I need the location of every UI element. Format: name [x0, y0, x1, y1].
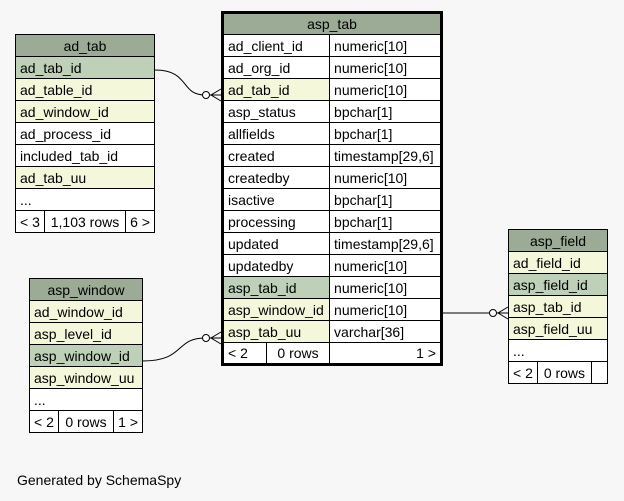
asp-tab-column-name[interactable]: updated — [221, 232, 331, 255]
asp-tab-column-name[interactable]: asp_status — [221, 100, 331, 123]
asp-window-column[interactable]: ad_window_id — [29, 300, 143, 323]
crowfoot-marker — [497, 306, 509, 320]
asp-tab-column-type: varchar[36] — [329, 320, 442, 343]
asp-tab-column-name[interactable]: asp_tab_id — [221, 276, 331, 299]
zero-many-marker — [202, 334, 210, 342]
asp-tab-column-type: numeric[10] — [329, 254, 442, 277]
asp-field-column[interactable]: asp_field_id — [508, 273, 608, 296]
parents-count[interactable]: < 2 — [29, 410, 59, 433]
asp-tab-column-type: timestamp[29,6] — [329, 144, 442, 167]
asp-window-header[interactable]: asp_window — [29, 278, 143, 301]
asp-tab-column-name[interactable]: updatedby — [221, 254, 331, 277]
asp-field-column[interactable]: ad_field_id — [508, 251, 608, 274]
crowfoot-marker — [210, 331, 222, 345]
children-count[interactable]: 1 > — [113, 410, 143, 433]
asp-field-header[interactable]: asp_field — [508, 229, 608, 252]
generated-by-label: Generated by SchemaSpy — [17, 472, 182, 488]
asp-tab-column-type: numeric[10] — [329, 34, 442, 57]
asp-tab-column-type: numeric[10] — [329, 166, 442, 189]
asp-tab-column-type: bpchar[1] — [329, 210, 442, 233]
children-count[interactable]: 1 > — [329, 342, 442, 365]
asp-tab-header[interactable]: asp_tab — [222, 12, 442, 35]
asp-tab-column-name[interactable]: asp_tab_uu — [221, 320, 331, 343]
row-count: 0 rows — [265, 342, 331, 365]
asp-window-table: asp_window ad_window_id asp_level_id asp… — [29, 278, 143, 433]
crowfoot-marker — [210, 88, 222, 102]
asp-tab-column-type: numeric[10] — [329, 298, 442, 321]
asp-window-column[interactable]: ... — [29, 388, 143, 411]
ad-tab-table: ad_tab ad_tab_id ad_table_id ad_window_i… — [15, 34, 155, 233]
ad-tab-column[interactable]: ad_table_id — [15, 78, 155, 101]
parents-count[interactable]: < 2 — [222, 342, 267, 365]
asp-field-column[interactable]: ... — [508, 339, 608, 362]
asp-tab-column-type: numeric[10] — [329, 276, 442, 299]
asp-tab-column-name[interactable]: asp_window_id — [221, 298, 331, 321]
asp-tab-column-name[interactable]: isactive — [221, 188, 331, 211]
children-count[interactable]: 6 > — [125, 210, 155, 233]
zero-many-marker — [202, 91, 210, 99]
ad-tab-column[interactable]: ad_process_id — [15, 122, 155, 145]
zero-many-marker — [489, 309, 497, 317]
asp-window-column[interactable]: asp_window_id — [29, 344, 143, 367]
asp-tab-column-type: timestamp[29,6] — [329, 232, 442, 255]
parents-count[interactable]: < 3 — [15, 210, 45, 233]
ad-tab-header[interactable]: ad_tab — [15, 34, 155, 57]
asp-tab-column-name[interactable]: processing — [221, 210, 331, 233]
asp-tab-column-type: bpchar[1] — [329, 100, 442, 123]
asp-tab-column-name[interactable]: allfields — [221, 122, 331, 145]
asp-tab-column-type: numeric[10] — [329, 78, 442, 101]
asp-field-column[interactable]: asp_tab_id — [508, 295, 608, 318]
ad-tab-column[interactable]: included_tab_id — [15, 144, 155, 167]
asp-tab-column-type: bpchar[1] — [329, 122, 442, 145]
ad-tab-column[interactable]: ad_window_id — [15, 100, 155, 123]
ad-tab-column[interactable]: ... — [15, 188, 155, 211]
ad-tab-column[interactable]: ad_tab_id — [15, 56, 155, 79]
row-count: 0 rows — [57, 410, 115, 433]
asp-window-column[interactable]: asp_level_id — [29, 322, 143, 345]
asp-field-table: asp_field ad_field_id asp_field_id asp_t… — [508, 229, 608, 384]
parents-count[interactable]: < 2 — [508, 361, 538, 384]
asp-tab-column-type: numeric[10] — [329, 56, 442, 79]
ad-tab-column[interactable]: ad_tab_uu — [15, 166, 155, 189]
asp-window-column[interactable]: asp_window_uu — [29, 366, 143, 389]
asp-tab-column-name[interactable]: createdby — [221, 166, 331, 189]
row-count: 0 rows — [536, 361, 593, 384]
asp-tab-column-name[interactable]: created — [221, 144, 331, 167]
asp-tab-column-name[interactable]: ad_tab_id — [221, 78, 331, 101]
asp-field-column[interactable]: asp_field_uu — [508, 317, 608, 340]
asp-tab-column-name[interactable]: ad_client_id — [221, 34, 331, 57]
children-count[interactable] — [591, 361, 608, 384]
relationship-asp-window — [142, 337, 221, 362]
relationship-ad-tab — [154, 69, 221, 96]
row-count: 1,103 rows — [43, 210, 127, 233]
asp-tab-column-type: bpchar[1] — [329, 188, 442, 211]
asp-tab-column-name[interactable]: ad_org_id — [221, 56, 331, 79]
